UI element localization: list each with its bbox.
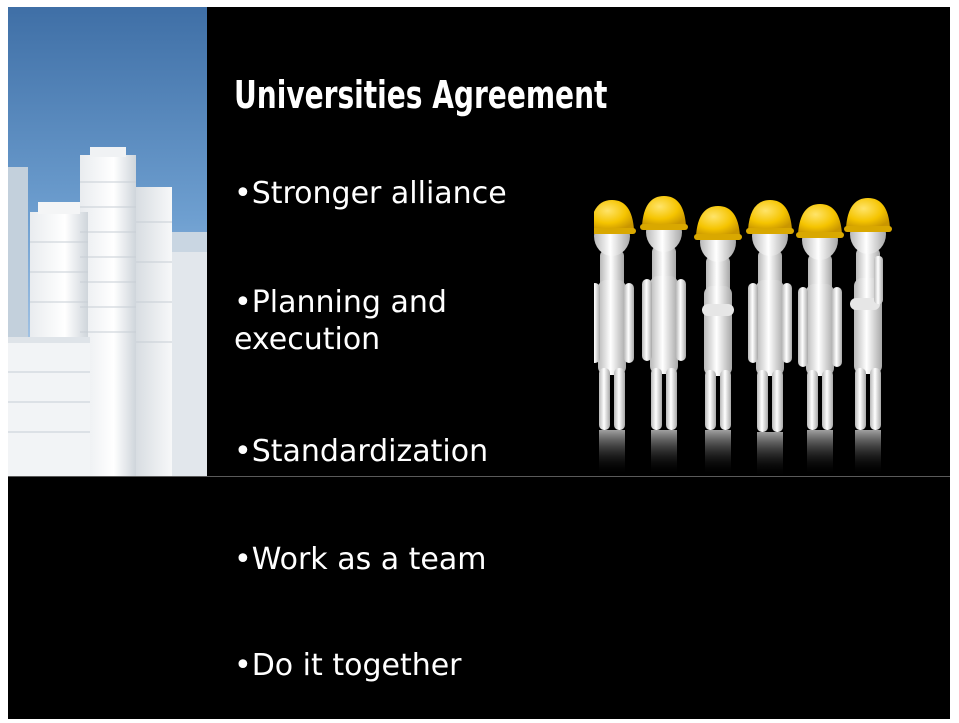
bullet-item: •Do it together xyxy=(234,648,462,683)
bullet-item: •Standardization xyxy=(234,434,489,469)
bullet-item: •Planning and xyxy=(234,285,447,320)
city-buildings-image xyxy=(8,7,207,476)
bullet-item: •Stronger alliance xyxy=(234,176,507,211)
team-hardhat-figures-image xyxy=(588,188,894,478)
slide: Universities Agreement •Stronger allianc… xyxy=(8,7,950,719)
divider-line xyxy=(8,476,950,477)
bullet-item: •Work as a team xyxy=(234,542,487,577)
slide-title: Universities Agreement xyxy=(234,73,608,117)
bullet-item-continued: execution xyxy=(234,322,381,357)
